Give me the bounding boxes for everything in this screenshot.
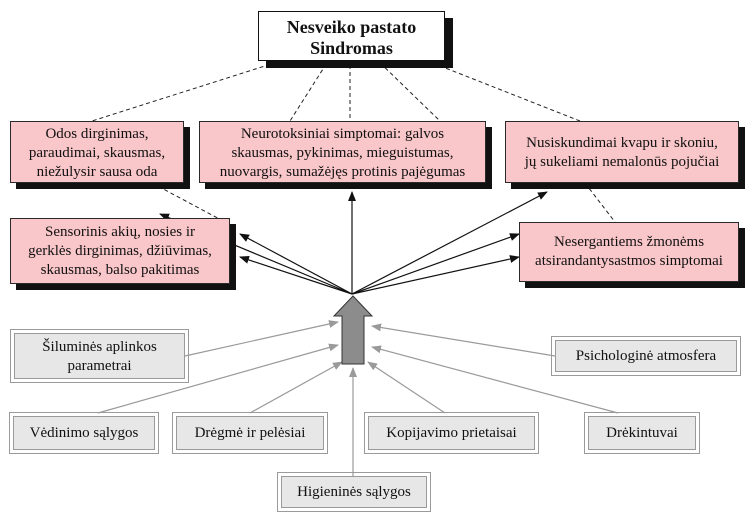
- factor-hygiene-box: Higieninės sąlygos: [277, 472, 431, 512]
- title-line-1: Nesveiko pastato: [286, 17, 417, 37]
- title-line-2: Sindromas: [310, 38, 393, 58]
- factor-thermal-line-2: parametrai: [67, 358, 132, 374]
- factor-arrows: [97, 320, 619, 476]
- factor-copiers-box: Kopijavimo prietaisai: [364, 412, 539, 454]
- factor-copiers-label: Kopijavimo prietaisai: [386, 425, 517, 441]
- symptom-neuro-line-3: nuovargis, sumažėjęs protinis pajėgumas: [219, 164, 466, 180]
- title-box: Nesveiko pastato Sindromas: [258, 11, 445, 61]
- dashed-link-neuro-left: [289, 57, 331, 122]
- factor-psych-label: Psichologinė atmosfera: [575, 348, 717, 364]
- dashed-links: [91, 57, 616, 223]
- symptom-smell-line-2: jų sukeliami nemalonūs pojučiai: [524, 154, 720, 170]
- symptom-neuro-line-2: skausmas, pykinimas, mieguistumas,: [231, 145, 454, 161]
- symptom-neuro-line-1: Neurotoksiniai simptomai: galvos: [240, 126, 445, 142]
- arrow-to-smell: [351, 191, 548, 295]
- arrow-from-copiers: [367, 361, 446, 414]
- dashed-link-skin-sensory: [151, 182, 226, 223]
- factor-hygiene-label: Higieninės sąlygos: [297, 484, 411, 500]
- factor-psych-box: Psichologinė atmosfera: [551, 336, 741, 376]
- arrow-from-thermal: [184, 320, 339, 357]
- arrow-from-ventilation: [97, 343, 339, 414]
- arrow-from-psych: [371, 323, 556, 357]
- dashed-link-smell: [419, 57, 581, 122]
- factor-humidifiers-label: Drėkintuvai: [606, 425, 678, 441]
- factor-ventilation-box: Vėdinimo sąlygos: [9, 412, 159, 454]
- arrow-to-sensory-upper: [239, 233, 353, 295]
- symptom-nonspecific-line-2: atsirandantysastmos simptomai: [535, 253, 723, 269]
- arrow-to-sensory-lower: [239, 256, 353, 295]
- symptom-skin-line-1: Odos dirginimas,: [45, 126, 149, 142]
- factor-moisture-label: Drėgmė ir pelėsiai: [194, 425, 306, 441]
- symptom-neuro-box: Neurotoksiniai simptomai: galvos skausma…: [199, 121, 486, 183]
- factor-thermal-line-1: Šiluminės aplinkos: [42, 339, 157, 355]
- symptom-nonspecific-box: Nesergantiems žmonėms atsirandantysastmo…: [519, 222, 739, 282]
- symptom-sensory-line-3: skausmas, balso pakitimas: [40, 262, 200, 278]
- symptom-sensory-box: Sensorinis akių, nosies ir gerklės dirgi…: [10, 218, 230, 284]
- arrow-from-moisture: [249, 361, 343, 414]
- symptom-skin-box: Odos dirginimas, paraudimai, skausmas, n…: [10, 121, 184, 183]
- dashed-link-neuro-right: [374, 57, 441, 122]
- symptom-skin-line-3: niežulysir sausa oda: [36, 164, 158, 180]
- central-up-arrow: [332, 295, 374, 365]
- symptom-sensory-line-1: Sensorinis akių, nosies ir: [45, 224, 195, 240]
- factor-ventilation-label: Vėdinimo sąlygos: [29, 425, 139, 441]
- dashed-link-skin: [91, 57, 291, 122]
- factor-moisture-box: Drėgmė ir pelėsiai: [172, 412, 328, 454]
- factor-humidifiers-box: Drėkintuvai: [584, 412, 700, 454]
- symptom-sensory-line-2: gerklės dirginimas, džiūvimas,: [28, 243, 212, 259]
- arrow-to-nonspecific-upper: [351, 233, 520, 295]
- symptom-nonspecific-line-1: Nesergantiems žmonėms: [553, 234, 705, 250]
- factor-thermal-box: Šiluminės aplinkos parametrai: [10, 329, 189, 383]
- symptom-skin-line-2: paraudimai, skausmas,: [28, 145, 166, 161]
- arrow-to-nonspecific-lower: [351, 255, 520, 295]
- dashed-link-smell-nonspecific: [584, 182, 616, 223]
- symptom-smell-line-1: Nusiskundimai kvapu ir skoniu,: [526, 135, 718, 151]
- arrow-from-humidifiers: [371, 345, 619, 414]
- symptom-smell-box: Nusiskundimai kvapu ir skoniu, jų sukeli…: [505, 121, 739, 183]
